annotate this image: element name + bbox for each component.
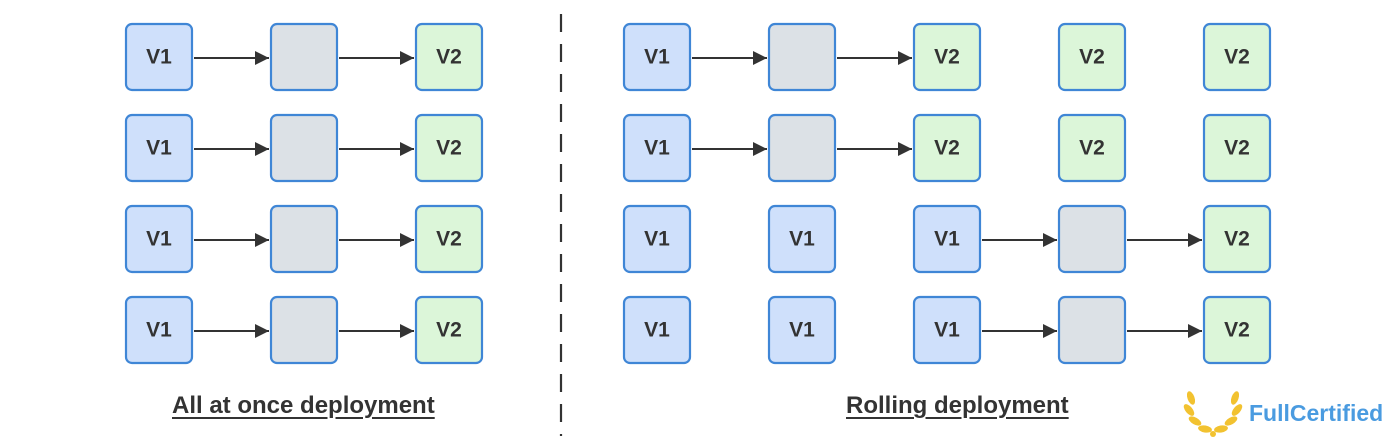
version-box-v1: V1 — [622, 295, 692, 365]
box-shape — [767, 22, 837, 92]
box-shape — [622, 22, 692, 92]
version-box-v2: V2 — [1202, 22, 1272, 92]
box-label: V2 — [1224, 46, 1250, 69]
rolling-caption: Rolling deployment — [846, 392, 1069, 419]
box-shape — [269, 295, 339, 365]
all-at-once-caption: All at once deployment — [172, 392, 435, 419]
box-label: V2 — [1224, 137, 1250, 160]
box-shape — [124, 295, 194, 365]
transition-box — [269, 204, 339, 274]
transition-box — [269, 113, 339, 183]
box-shape — [269, 204, 339, 274]
version-box-v1: V1 — [124, 295, 194, 365]
box-label: V2 — [934, 46, 960, 69]
box-shape — [124, 204, 194, 274]
box-shape — [269, 113, 339, 183]
version-box-v1: V1 — [622, 113, 692, 183]
version-box-v1: V1 — [124, 22, 194, 92]
version-box-v2: V2 — [1057, 113, 1127, 183]
box-label: V1 — [644, 319, 670, 342]
box-label: V2 — [436, 137, 462, 160]
version-box-v2: V2 — [1057, 22, 1127, 92]
box-shape — [1057, 295, 1127, 365]
box-label: V2 — [436, 319, 462, 342]
box-shape — [414, 22, 484, 92]
version-box-v1: V1 — [767, 204, 837, 274]
transition-box — [767, 22, 837, 92]
box-shape — [767, 113, 837, 183]
box-shape — [912, 22, 982, 92]
box-label: V1 — [146, 137, 172, 160]
box-shape — [1057, 204, 1127, 274]
version-box-v2: V2 — [1202, 204, 1272, 274]
box-label: V1 — [934, 228, 960, 251]
box-label: V1 — [146, 319, 172, 342]
version-box-v1: V1 — [124, 204, 194, 274]
box-shape — [414, 204, 484, 274]
version-box-v2: V2 — [414, 295, 484, 365]
logo-text: FullCertified — [1249, 400, 1384, 426]
box-shape — [1202, 22, 1272, 92]
version-box-v1: V1 — [622, 204, 692, 274]
box-shape — [912, 295, 982, 365]
box-label: V2 — [436, 228, 462, 251]
box-label: V1 — [934, 319, 960, 342]
box-shape — [269, 22, 339, 92]
box-label: V2 — [1224, 319, 1250, 342]
version-box-v1: V1 — [767, 295, 837, 365]
version-box-v2: V2 — [912, 113, 982, 183]
transition-box — [1057, 295, 1127, 365]
box-shape — [622, 295, 692, 365]
version-box-v2: V2 — [912, 22, 982, 92]
box-shape — [1057, 113, 1127, 183]
box-label: V1 — [146, 46, 172, 69]
version-box-v2: V2 — [1202, 295, 1272, 365]
box-label: V2 — [1079, 137, 1105, 160]
box-shape — [767, 204, 837, 274]
box-shape — [622, 113, 692, 183]
box-label: V1 — [789, 319, 815, 342]
box-label: V1 — [644, 137, 670, 160]
box-label: V2 — [1224, 228, 1250, 251]
transition-box — [269, 295, 339, 365]
fullcertified-logo: FullCertified — [1183, 386, 1398, 438]
version-box-v2: V2 — [414, 204, 484, 274]
version-box-v1: V1 — [912, 204, 982, 274]
box-label: V1 — [146, 228, 172, 251]
box-shape — [767, 295, 837, 365]
version-box-v2: V2 — [414, 113, 484, 183]
box-label: V1 — [644, 228, 670, 251]
box-label: V2 — [436, 46, 462, 69]
version-box-v1: V1 — [124, 113, 194, 183]
box-shape — [1057, 22, 1127, 92]
box-label: V1 — [789, 228, 815, 251]
box-shape — [1202, 204, 1272, 274]
box-shape — [1202, 113, 1272, 183]
box-shape — [124, 113, 194, 183]
version-box-v2: V2 — [414, 22, 484, 92]
box-label: V1 — [644, 46, 670, 69]
box-shape — [622, 204, 692, 274]
box-shape — [414, 113, 484, 183]
box-shape — [912, 113, 982, 183]
version-box-v1: V1 — [622, 22, 692, 92]
transition-box — [269, 22, 339, 92]
transition-box — [767, 113, 837, 183]
box-label: V2 — [934, 137, 960, 160]
box-label: V2 — [1079, 46, 1105, 69]
box-shape — [1202, 295, 1272, 365]
transition-box — [1057, 204, 1127, 274]
box-shape — [124, 22, 194, 92]
version-box-v1: V1 — [912, 295, 982, 365]
version-box-v2: V2 — [1202, 113, 1272, 183]
laurel-wreath-icon — [1183, 391, 1243, 437]
box-shape — [414, 295, 484, 365]
box-shape — [912, 204, 982, 274]
